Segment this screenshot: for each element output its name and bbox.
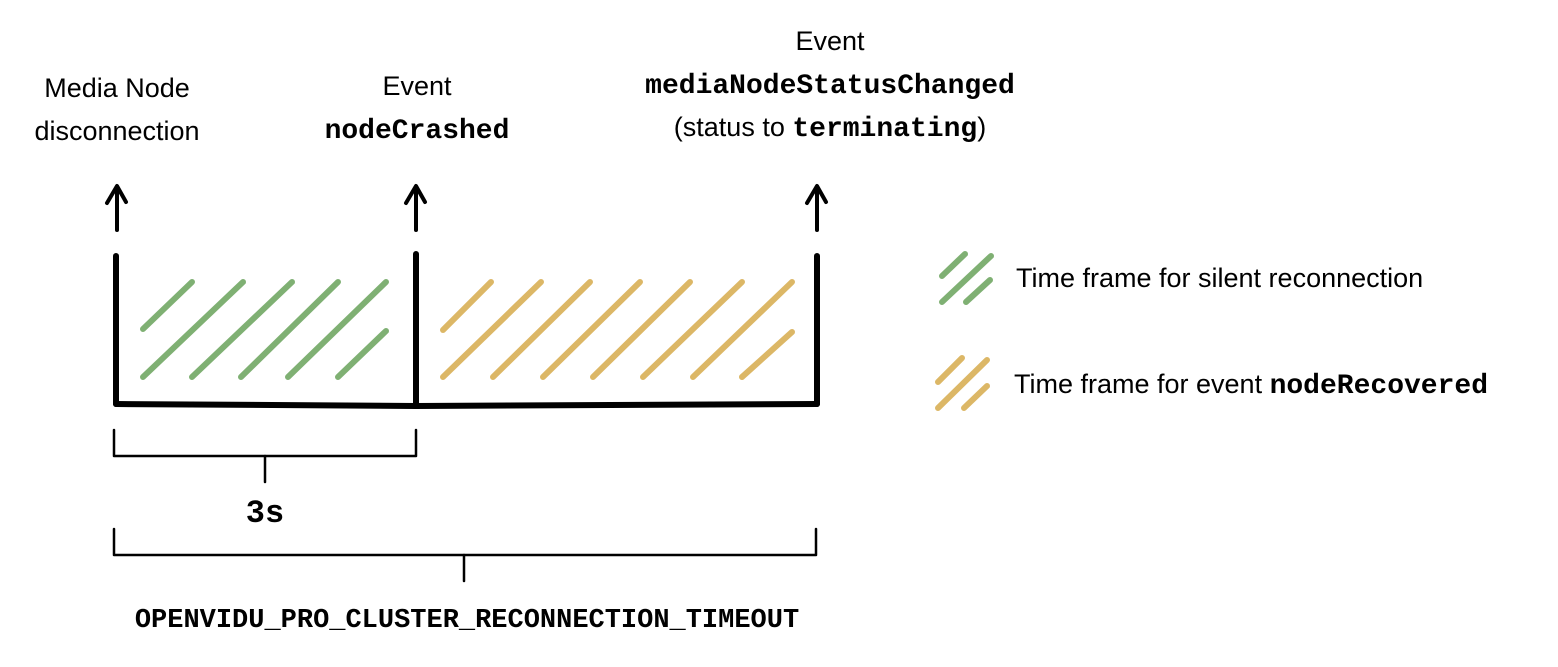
arrow-status-changed-icon [805,184,828,232]
arrow-disconnection-icon [105,184,128,232]
marker-label-disconnection-line2: disconnection [34,116,199,146]
status-prefix: (status to [674,112,793,142]
marker-label-disconnection: Media Node disconnection [34,73,199,146]
legend-recovered-code: nodeRecovered [1270,371,1488,402]
timeline-frame [113,251,820,409]
marker-label-status-changed-line1: Event [795,26,865,56]
marker-label-node-crashed: Event nodeCrashed [325,71,510,147]
marker-label-node-crashed-code: nodeCrashed [325,116,510,147]
legend-silent-swatch [939,251,994,305]
silent-reconnection-hatching [140,279,389,380]
legend-silent-label: Time frame for silent reconnection [1016,263,1423,293]
arrow-node-crashed-icon [404,184,427,232]
marker-label-status-changed-line3: (status to terminating) [674,112,986,145]
marker-label-status-changed: Event mediaNodeStatusChanged (status to … [645,26,1015,145]
short-duration-bracket [112,428,418,484]
long-duration-label: OPENVIDU_PRO_CLUSTER_RECONNECTION_TIMEOU… [135,606,799,636]
status-code: terminating [792,114,977,145]
marker-label-status-changed-code: mediaNodeStatusChanged [645,71,1015,102]
legend-recovered-label: Time frame for event nodeRecovered [1014,369,1488,402]
legend-recovered-prefix: Time frame for event [1014,369,1270,399]
short-duration-label: 3s [246,495,284,532]
status-suffix: ) [977,112,986,142]
marker-label-disconnection-line1: Media Node [44,73,190,103]
marker-label-node-crashed-line1: Event [382,71,452,101]
long-duration-bracket [112,527,818,583]
node-recovered-hatching [440,279,795,380]
legend-recovered-swatch [935,355,990,411]
legend: Time frame for silent reconnection Time … [935,251,1488,411]
